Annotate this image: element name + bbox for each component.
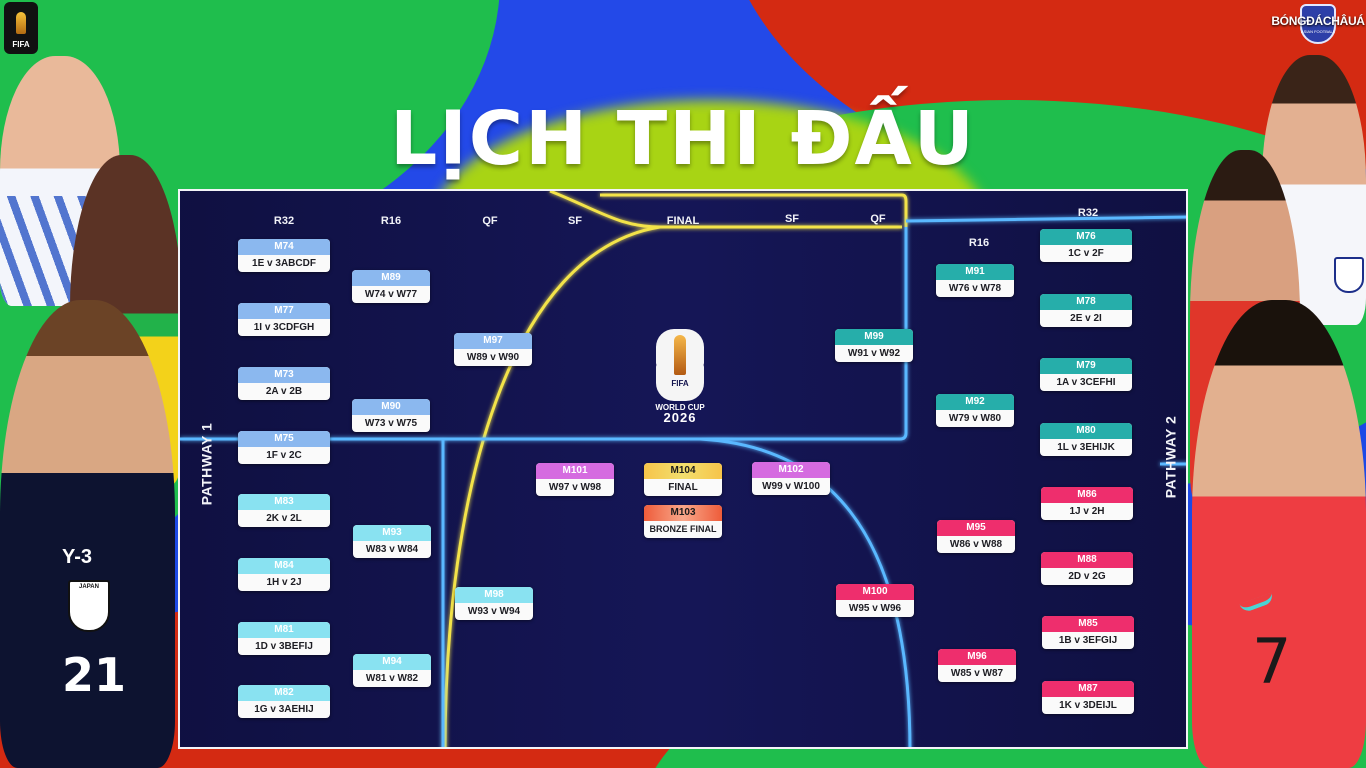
page-title: LỊCH THI ĐẤU <box>390 96 976 182</box>
round-label-r32-right: R32 <box>1077 207 1099 219</box>
sponsor-text: Y-3 <box>62 546 93 568</box>
brand-name: BÓNGĐÁCHÂUÁ <box>1271 14 1365 28</box>
pathway-1-label: PATHWAY 1 <box>198 422 215 506</box>
round-label-sf-right: SF <box>784 213 800 225</box>
pathway-2-label: PATHWAY 2 <box>1162 415 1179 499</box>
bracket-lines <box>180 191 1186 747</box>
round-label-sf-left: SF <box>567 215 583 227</box>
fifa-logo: FIFA <box>4 2 38 54</box>
swoosh-icon <box>1239 592 1275 614</box>
logo-world-cup-text: WORLD CUP <box>655 403 705 412</box>
logo-year-text: 2026 <box>663 410 697 425</box>
shield-icon <box>1300 4 1336 44</box>
logo-26-digits: FIFA <box>656 329 704 401</box>
round-label-r32-left: R32 <box>273 215 295 227</box>
player-image-6: 7 <box>1192 300 1366 768</box>
player-image-3: Y-3 JAPAN 21 <box>0 300 175 768</box>
world-cup-2026-logo: FIFA WORLD CUP 2026 <box>648 329 712 429</box>
england-crest-icon <box>1334 257 1364 293</box>
fifa-logo-text: FIFA <box>12 40 30 49</box>
round-label-r16-left: R16 <box>380 215 402 227</box>
round-label-r16-right: R16 <box>968 237 990 249</box>
brand-logo: BÓNGĐÁCHÂUÁ ASIAN FOOTBALL <box>1271 4 1365 44</box>
trophy-icon <box>16 12 26 34</box>
round-label-qf-right: QF <box>870 213 886 225</box>
round-label-final: FINAL <box>666 215 700 227</box>
japan-crest-icon: JAPAN <box>68 580 110 632</box>
brand-sub: ASIAN FOOTBALL <box>1300 29 1335 34</box>
bracket-panel: R32 R16 QF SF FINAL SF QF R16 R32 PATHWA… <box>178 189 1188 749</box>
round-label-qf-left: QF <box>482 215 498 227</box>
shirt-number: 21 <box>62 648 127 702</box>
shirt-number: 7 <box>1252 625 1292 698</box>
trophy-icon <box>674 335 686 375</box>
